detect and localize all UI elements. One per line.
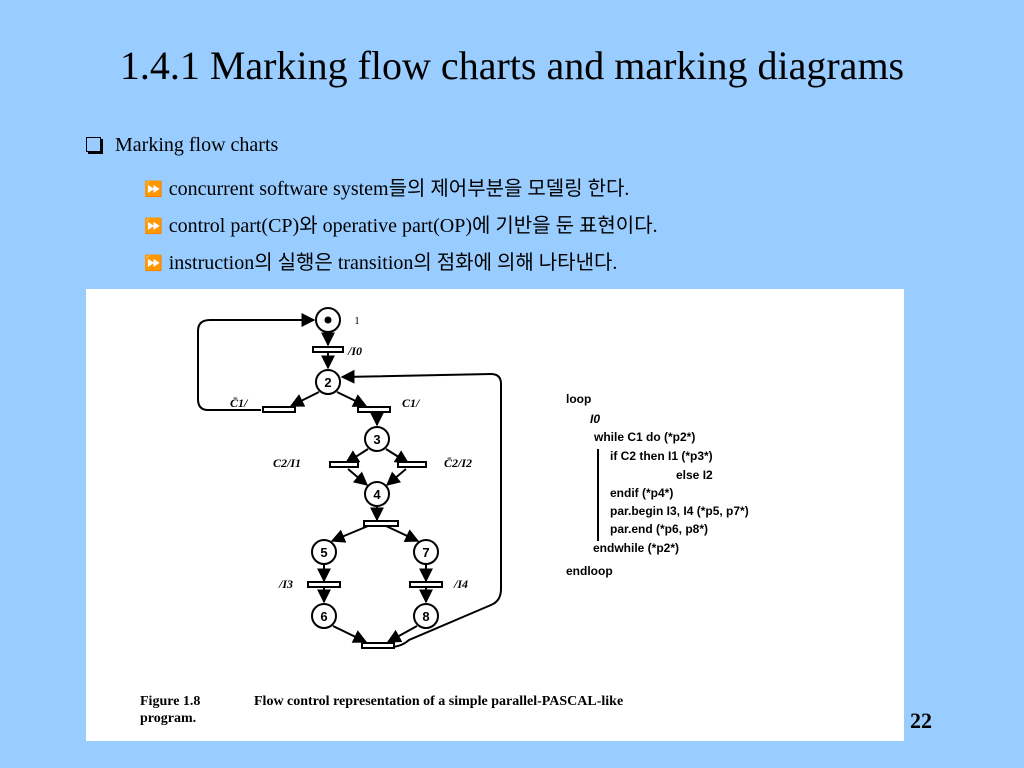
label-t0: /I0 bbox=[347, 344, 362, 358]
place-label-6: 6 bbox=[320, 609, 327, 624]
place-8 bbox=[413, 603, 439, 629]
place-6 bbox=[311, 603, 337, 629]
code-line: endloop bbox=[566, 564, 613, 578]
square-bullet-icon bbox=[86, 137, 101, 152]
code-line: while C1 do (*p2*) bbox=[593, 430, 695, 444]
place-label-4: 4 bbox=[373, 487, 381, 502]
code-line: if C2 then I1 (*p3*) bbox=[610, 449, 713, 463]
bullet-sub-text: concurrent software system들의 제어부분을 모델링 한… bbox=[168, 178, 630, 200]
transition-i4 bbox=[409, 581, 443, 588]
bullet-main: Marking flow charts bbox=[86, 134, 278, 157]
transition-c1 bbox=[357, 406, 391, 413]
place-label-7: 7 bbox=[422, 545, 429, 560]
bullet-sub-3: ⏩ instruction의 실행은 transition의 점화에 의해 나타낸… bbox=[144, 246, 617, 275]
place-label-5: 5 bbox=[320, 545, 327, 560]
label-i3: /I3 bbox=[278, 577, 293, 591]
code-line: par.end (*p6, p8*) bbox=[610, 522, 708, 536]
marking-flow-chart-diagram: 1 2 3 4 5 6 7 8 /I0 C̄1/ C1/ C2/I1 C̄2/I… bbox=[140, 307, 749, 726]
code-line: par.begin I3, I4 (*p5, p7*) bbox=[610, 504, 749, 518]
label-c2: C2/I1 bbox=[273, 456, 301, 470]
transition-i3 bbox=[307, 581, 341, 588]
label-i4: /I4 bbox=[453, 577, 468, 591]
code-line: loop bbox=[566, 392, 591, 406]
place-label-3: 3 bbox=[373, 432, 380, 447]
code-line: I0 bbox=[590, 412, 600, 426]
bullet-sub-1: ⏩ concurrent software system들의 제어부분을 모델링 … bbox=[144, 172, 629, 201]
transition-join bbox=[361, 642, 395, 649]
label-c1: C1/ bbox=[402, 396, 421, 410]
code-line: endwhile (*p2*) bbox=[593, 541, 679, 555]
place-3 bbox=[364, 426, 390, 452]
transition-fork bbox=[363, 520, 399, 527]
code-line: else I2 bbox=[676, 468, 713, 482]
figure-panel: 1 2 3 4 5 6 7 8 /I0 C̄1/ C1/ C2/I1 C̄2/I… bbox=[86, 289, 904, 741]
page-number: 22 bbox=[910, 708, 932, 733]
bullet-sub-text: instruction의 실행은 transition의 점화에 의해 나타낸다… bbox=[168, 252, 618, 274]
bullet-main-text: Marking flow charts bbox=[115, 134, 279, 156]
slide-title: 1.4.1 Marking flow charts and marking di… bbox=[119, 43, 905, 88]
place-2 bbox=[315, 369, 341, 395]
figure-caption-label: Figure 1.8 bbox=[140, 694, 200, 709]
bullet-sub-2: ⏩ control part(CP)와 operative part(OP)에 기… bbox=[144, 209, 658, 238]
figure-caption-text: Flow control representation of a simple … bbox=[254, 694, 623, 709]
transition-not-c1 bbox=[262, 406, 296, 413]
label-not-c2: C̄2/I2 bbox=[444, 456, 472, 470]
transition-not-c2 bbox=[397, 461, 427, 468]
transition-c2 bbox=[329, 461, 359, 468]
label-not-c1: C̄1/ bbox=[230, 396, 249, 410]
token-dot bbox=[324, 316, 332, 324]
bullet-sub-text: control part(CP)와 operative part(OP)에 기반… bbox=[168, 215, 658, 237]
figure-caption-text-line2: program. bbox=[140, 711, 196, 726]
double-arrow-icon: ⏩ bbox=[144, 217, 163, 235]
double-arrow-icon: ⏩ bbox=[144, 254, 163, 272]
place-label-2: 2 bbox=[324, 375, 331, 390]
double-arrow-icon: ⏩ bbox=[144, 180, 163, 198]
place-label-8: 8 bbox=[422, 609, 429, 624]
code-line: endif (*p4*) bbox=[610, 486, 673, 500]
place-label-1: 1 bbox=[354, 315, 360, 327]
transition-t0 bbox=[312, 346, 344, 353]
